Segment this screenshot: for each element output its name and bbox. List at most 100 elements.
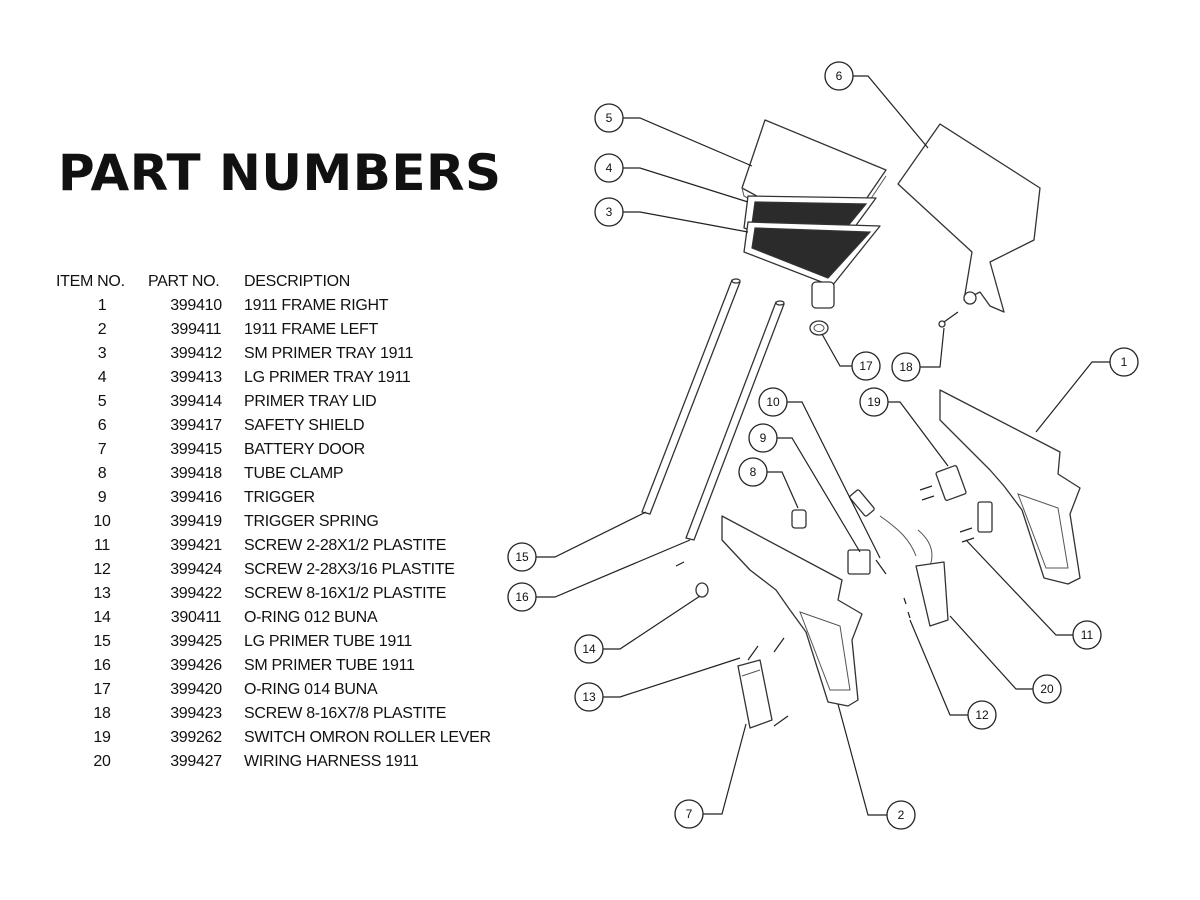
callout-label-7: 7 (686, 807, 693, 821)
callout-label-20: 20 (1040, 682, 1054, 696)
cell-part-no: 399424 (170, 561, 222, 578)
callout-label-10: 10 (766, 395, 780, 409)
cell-item-no: 18 (93, 705, 111, 722)
callout-label-11: 11 (1081, 628, 1094, 642)
cell-description: SCREW 2-28X3/16 PLASTITE (244, 561, 455, 578)
sm-primer-tube (685, 300, 785, 541)
cell-item-no: 16 (93, 657, 111, 674)
callout-label-1: 1 (1121, 355, 1128, 369)
cell-description: LG PRIMER TUBE 1911 (244, 633, 412, 650)
table-header-row: ITEM NO. PART NO. DESCRIPTION (56, 270, 491, 294)
callout-1: 1 (1109, 347, 1139, 377)
cell-part-no: 399411 (170, 321, 222, 338)
cell-description: LG PRIMER TRAY 1911 (244, 369, 411, 386)
cell-item-no: 20 (93, 753, 111, 770)
callout-8: 8 (738, 457, 768, 487)
callout-16: 16 (507, 582, 537, 612)
callout-label-15: 15 (515, 550, 529, 564)
table-row: 6 399417 SAFETY SHIELD (56, 414, 491, 438)
cell-part-no: 399417 (170, 417, 222, 434)
callout-label-16: 16 (515, 590, 529, 604)
cell-item-no: 5 (97, 393, 107, 410)
cell-description: O-RING 014 BUNA (244, 681, 378, 698)
cell-description: PRIMER TRAY LID (244, 393, 377, 410)
cell-item-no: 13 (93, 585, 111, 602)
trigger-spring (875, 559, 887, 575)
cell-description: SCREW 8-16X7/8 PLASTITE (244, 705, 447, 722)
callout-label-14: 14 (582, 642, 596, 656)
cell-item-no: 2 (97, 321, 107, 338)
cell-part-no: 399422 (170, 585, 222, 602)
battery-door (737, 659, 773, 729)
callout-label-2: 2 (898, 808, 905, 822)
cell-description: SCREW 2-28X1/2 PLASTITE (244, 537, 447, 554)
table-row: 5 399414 PRIMER TRAY LID (56, 390, 491, 414)
callout-5: 5 (594, 103, 624, 133)
callout-12: 12 (967, 700, 997, 730)
cell-item-no: 6 (97, 417, 107, 434)
callout-3: 3 (594, 197, 624, 227)
cell-part-no: 399423 (170, 705, 222, 722)
cell-part-no: 399426 (170, 657, 222, 674)
cell-description: BATTERY DOOR (244, 441, 365, 458)
cell-item-no: 19 (93, 729, 111, 746)
frame-right (939, 389, 1081, 585)
cell-description: TRIGGER (244, 489, 315, 506)
table-row: 18 399423 SCREW 8-16X7/8 PLASTITE (56, 702, 491, 726)
callout-label-5: 5 (606, 111, 613, 125)
o-ring-012 (695, 582, 709, 598)
callout-2: 2 (886, 800, 916, 830)
wiring-harness (849, 489, 949, 627)
header-part-no: PART NO. (148, 273, 220, 290)
cell-item-no: 11 (93, 537, 110, 554)
header-item-no: ITEM NO. (56, 273, 125, 290)
cell-part-no: 399420 (170, 681, 222, 698)
cell-item-no: 8 (97, 465, 107, 482)
cell-description: TRIGGER SPRING (244, 513, 379, 530)
cell-part-no: 399413 (170, 369, 222, 386)
callout-11: 11 (1072, 620, 1102, 650)
cell-item-no: 14 (93, 609, 111, 626)
page-title: PART NUMBERS (58, 144, 502, 202)
cell-part-no: 399418 (170, 465, 222, 482)
cell-part-no: 399412 (170, 345, 222, 362)
callout-10: 10 (758, 387, 788, 417)
cell-description: TUBE CLAMP (244, 465, 344, 482)
cell-description: SM PRIMER TRAY 1911 (244, 345, 414, 362)
callout-label-9: 9 (760, 431, 767, 445)
cell-description: 1911 FRAME RIGHT (244, 297, 389, 314)
cell-part-no: 399414 (170, 393, 222, 410)
cell-description: SCREW 8-16X1/2 PLASTITE (244, 585, 447, 602)
table-row: 4 399413 LG PRIMER TRAY 1911 (56, 366, 491, 390)
callout-6: 6 (824, 61, 854, 91)
callout-label-3: 3 (606, 205, 613, 219)
callout-14: 14 (574, 634, 604, 664)
screws-8-16x1-2 (675, 561, 789, 727)
screws-2-28x3-16 (903, 597, 911, 619)
cell-part-no: 399425 (170, 633, 222, 650)
table-row: 13 399422 SCREW 8-16X1/2 PLASTITE (56, 582, 491, 606)
cell-description: SAFETY SHIELD (244, 417, 365, 434)
cell-item-no: 1 (97, 297, 107, 314)
callout-15: 15 (507, 542, 537, 572)
cell-item-no: 10 (93, 513, 111, 530)
o-ring-014 (809, 320, 829, 336)
switch-roller-lever (935, 465, 967, 501)
callout-label-4: 4 (606, 161, 613, 175)
screw-8-16x7-8 (938, 311, 959, 328)
table-row: 8 399418 TUBE CLAMP (56, 462, 491, 486)
cell-description: WIRING HARNESS 1911 (244, 753, 419, 770)
cell-item-no: 4 (97, 369, 107, 386)
